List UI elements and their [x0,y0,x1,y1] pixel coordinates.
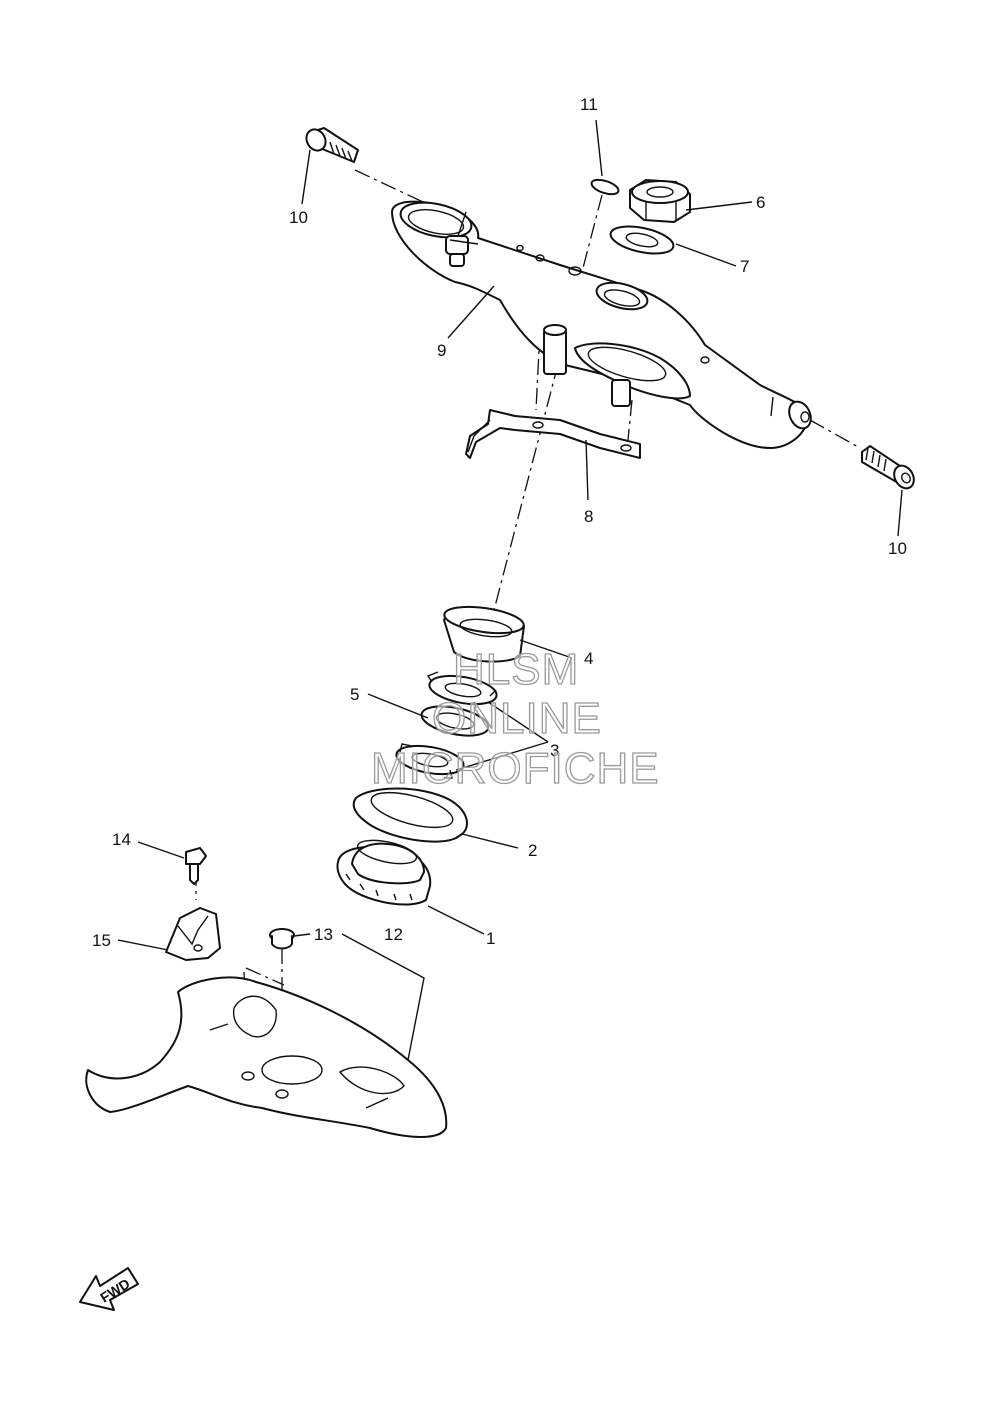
callout-7: 7 [740,257,749,276]
callout-3: 3 [550,741,559,760]
watermark-line-3: MICROFICHE [371,744,660,793]
callout-8: 8 [584,507,593,526]
callout-5: 5 [350,685,359,704]
callout-13: 13 [314,925,333,944]
callout-10-left: 10 [289,208,308,227]
cover-4 [443,605,525,663]
watermark-line-2: ONLINE [432,694,602,743]
fwd-arrow-icon: FWD [79,1267,139,1311]
bearing-1 [336,839,432,906]
callout-10-right: 10 [888,539,907,558]
callout-2: 2 [528,841,537,860]
steering-nut [629,179,691,223]
washer-5 [420,705,490,737]
collar-13 [269,928,295,950]
callout-11: 11 [580,95,598,114]
cover-plate-12 [85,976,448,1138]
callout-4: 4 [584,649,593,668]
cap-11 [590,178,620,196]
callout-15: 15 [92,931,111,950]
dust-seal-2 [352,787,468,843]
bolt-upper-left [305,127,359,163]
callout-labels: 1 2 3 4 5 6 7 8 9 10 10 11 12 13 14 15 [92,95,907,950]
bracket-15 [165,907,221,961]
ring-nut-upper [426,671,498,709]
watermark: HLSM ONLINE MICROFICHE [370,644,660,793]
callout-9: 9 [437,341,446,360]
callout-12: 12 [384,925,403,944]
leader-lines [117,119,903,1061]
callout-6: 6 [756,193,765,212]
ring-nut-lower [395,743,465,779]
clip-14 [185,847,207,885]
watermark-line-1: HLSM [453,645,579,694]
callout-1: 1 [486,929,495,948]
stay-bracket [465,409,641,459]
washer-7 [609,225,675,255]
bolt-right [861,445,915,490]
callout-14: 14 [112,830,131,849]
upper-bracket [391,200,812,449]
